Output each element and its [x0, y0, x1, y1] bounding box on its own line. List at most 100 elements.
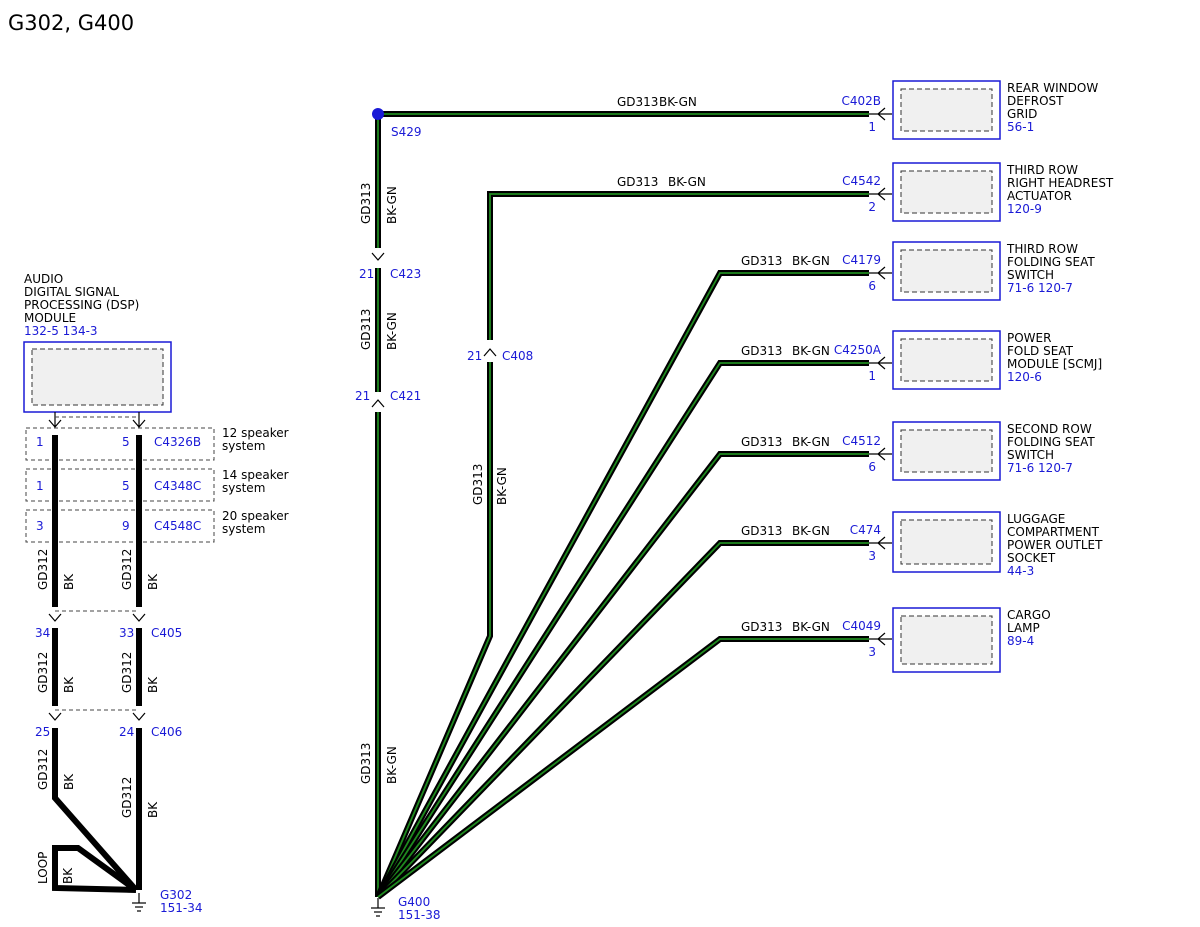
c423-connector[interactable]: C423 — [390, 267, 421, 281]
load-pin-arrow — [869, 536, 892, 550]
g400-name[interactable]: G400 — [398, 895, 430, 909]
load-name-line: SOCKET — [1007, 551, 1056, 565]
load-name-line: SWITCH — [1007, 268, 1054, 282]
load-name-line: GRID — [1007, 107, 1037, 121]
load-refs[interactable]: 120-6 — [1007, 370, 1042, 384]
wire-label-color: BK — [146, 573, 160, 590]
c405-connector[interactable]: C405 — [151, 626, 182, 640]
wire-label-color: BK — [146, 801, 160, 818]
wire-label-color: BK — [62, 676, 76, 693]
load-pin: 1 — [868, 120, 876, 134]
load-component-inner — [900, 519, 993, 565]
g400-ref[interactable]: 151-38 — [398, 908, 441, 922]
dsp-name-line: DIGITAL SIGNAL — [24, 285, 119, 299]
dsp-module-section: AUDIO DIGITAL SIGNAL PROCESSING (DSP) MO… — [23, 272, 172, 413]
load-pin: 3 — [868, 549, 876, 563]
g302-ref[interactable]: 151-34 — [160, 901, 203, 915]
load-refs[interactable]: 89-4 — [1007, 634, 1034, 648]
wire-gd313-c408-drop-stripe — [377, 362, 491, 898]
page-title: G302, G400 — [8, 11, 134, 35]
wire-label-circuit: GD312 — [36, 549, 50, 590]
variant-box-20 — [25, 509, 215, 543]
load-connector[interactable]: C4512 — [842, 434, 881, 448]
dsp-module-inner — [31, 348, 164, 406]
variant-pin-a: 1 — [36, 435, 44, 449]
variant-label: system — [222, 481, 265, 495]
variant-connector[interactable]: C4548C — [154, 519, 201, 533]
wire-circuit-label: GD313 — [741, 344, 782, 358]
load-component-inner — [900, 170, 993, 214]
wire-gd313-c408-drop[interactable] — [375, 362, 493, 899]
c423-pin: 21 — [359, 267, 374, 281]
loop-wire[interactable] — [52, 845, 138, 893]
g302-name[interactable]: G302 — [160, 888, 192, 902]
c408-arrow — [483, 348, 497, 357]
ground-g400-icon — [371, 898, 385, 917]
load-pin: 6 — [868, 460, 876, 474]
trunk-circuit-label: GD313 — [359, 743, 373, 784]
wire-gd313-row-2-stripe — [377, 272, 869, 898]
wire-gd313-row-4[interactable] — [375, 451, 869, 899]
c421-connector[interactable]: C421 — [390, 389, 421, 403]
dsp-refs[interactable]: 132-5 134-3 — [24, 324, 98, 338]
load-pin-arrow — [869, 447, 892, 461]
variant-pin-a: 1 — [36, 479, 44, 493]
c406-arrow-b — [132, 712, 146, 721]
ground-g302-icon — [132, 893, 146, 912]
load-connector[interactable]: C402B — [841, 94, 881, 108]
load-component-inner — [900, 429, 993, 473]
splice-s429-label[interactable]: S429 — [391, 125, 422, 139]
wire-color-label: BK-GN — [659, 95, 697, 109]
load-name-line: LUGGAGE — [1007, 512, 1065, 526]
load-refs[interactable]: 71-6 120-7 — [1007, 461, 1073, 475]
wire-label-circuit: GD312 — [36, 652, 50, 693]
load-name-line: RIGHT HEADREST — [1007, 176, 1114, 190]
wire-color-label: BK-GN — [792, 435, 830, 449]
load-component-inner — [900, 338, 993, 382]
loop-label: LOOP — [36, 852, 50, 884]
load-component-inner — [900, 249, 993, 293]
wire-color-label: BK-GN — [792, 524, 830, 538]
load-name-line: FOLDING SEAT — [1007, 255, 1095, 269]
load-component-inner — [900, 615, 993, 665]
wire-label-circuit: GD312 — [36, 749, 50, 790]
wire-color-label: BK-GN — [792, 620, 830, 634]
wire-label-circuit: GD312 — [120, 652, 134, 693]
c405-arrow-a — [48, 613, 62, 622]
variant-label: 14 speaker — [222, 468, 289, 482]
c406-arrow-a — [48, 712, 62, 721]
variant-connector[interactable]: C4326B — [154, 435, 201, 449]
wire-gd312-a-3[interactable] — [52, 728, 139, 892]
load-refs[interactable]: 71-6 120-7 — [1007, 281, 1073, 295]
loop-color: BK — [61, 867, 75, 884]
wire-gd313-row-3-stripe — [377, 362, 869, 898]
load-pin-arrow — [869, 187, 892, 201]
wire-color-label: BK-GN — [792, 254, 830, 268]
load-connector[interactable]: C4542 — [842, 174, 881, 188]
dsp-name-line: MODULE — [24, 311, 76, 325]
c408-circuit-label: GD313 — [471, 464, 485, 505]
splice-s429-dot[interactable] — [372, 108, 384, 120]
load-connector[interactable]: C4179 — [842, 253, 881, 267]
load-name-line: FOLD SEAT — [1007, 344, 1074, 358]
wire-circuit-label: GD313 — [741, 524, 782, 538]
wire-circuit-label: GD313 — [617, 175, 658, 189]
trunk-circuit-label: GD313 — [359, 309, 373, 350]
load-connector[interactable]: C4250A — [834, 343, 882, 357]
load-name-line: CARGO — [1007, 608, 1051, 622]
c406-connector[interactable]: C406 — [151, 725, 182, 739]
c406-pin-a: 25 — [35, 725, 50, 739]
load-refs[interactable]: 120-9 — [1007, 202, 1042, 216]
load-refs[interactable]: 56-1 — [1007, 120, 1034, 134]
c406-pin-b: 24 — [119, 725, 134, 739]
wire-color-label: BK-GN — [668, 175, 706, 189]
load-connector[interactable]: C474 — [850, 523, 881, 537]
load-name-line: THIRD ROW — [1006, 242, 1078, 256]
load-connector[interactable]: C4049 — [842, 619, 881, 633]
c408-connector[interactable]: C408 — [502, 349, 533, 363]
variant-connector[interactable]: C4348C — [154, 479, 201, 493]
load-refs[interactable]: 44-3 — [1007, 564, 1034, 578]
load-name-line: SECOND ROW — [1007, 422, 1092, 436]
